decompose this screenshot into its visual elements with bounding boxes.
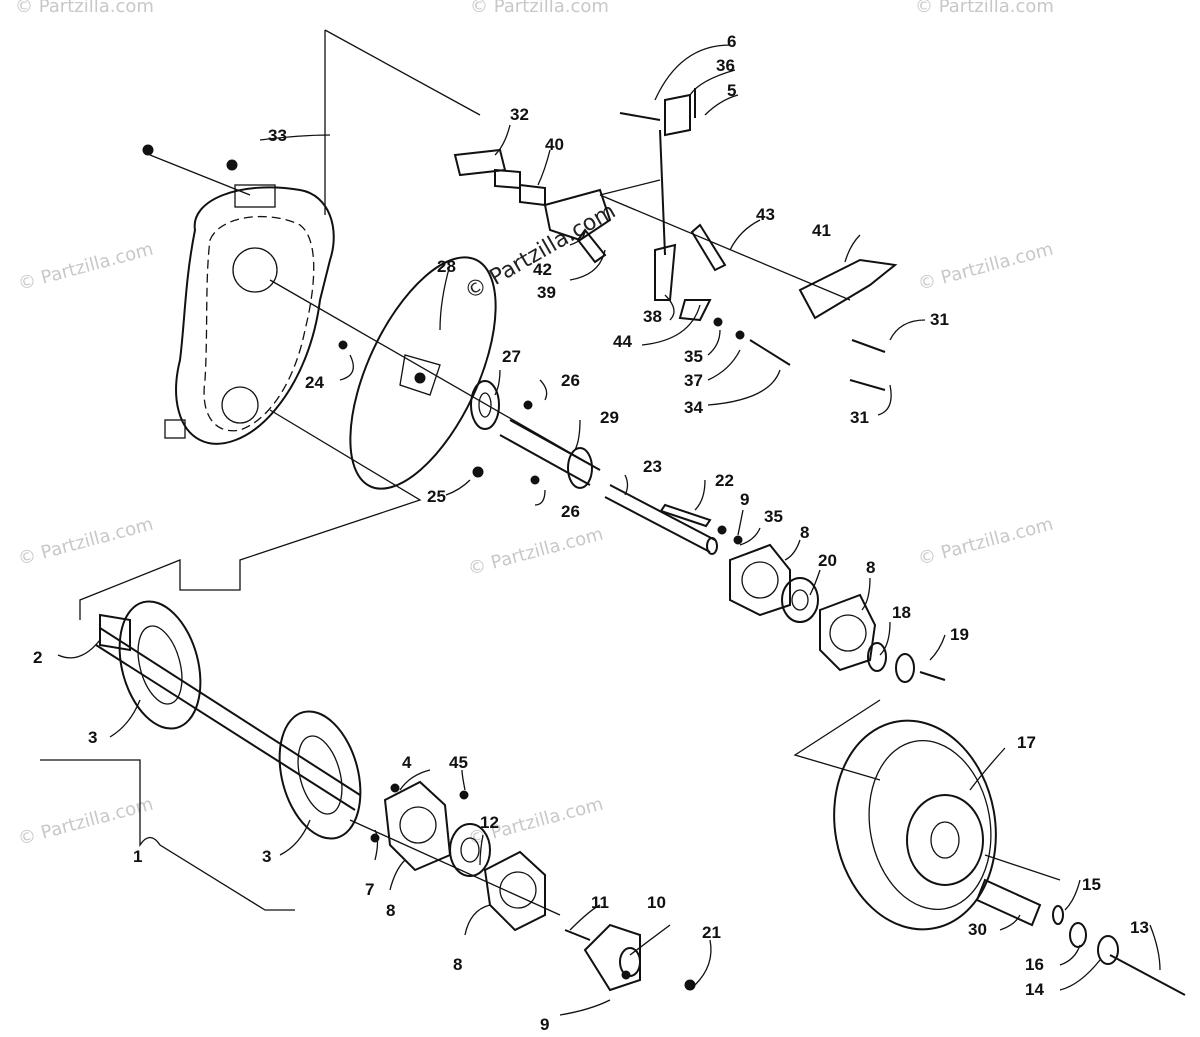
label-34: 34: [684, 398, 703, 417]
label-8: 8: [386, 901, 395, 920]
watermark: © Partzilla.com: [470, 0, 609, 17]
flange-bearing-lower: [383, 780, 546, 932]
label-3: 3: [262, 847, 271, 866]
watermark: © Partzilla.com: [915, 0, 1054, 17]
brake-caliper: [453, 88, 898, 322]
label-33: 33: [268, 126, 287, 145]
label-19: 19: [950, 625, 969, 644]
label-23: 23: [643, 457, 662, 476]
label-45: 45: [449, 753, 468, 772]
label-9: 9: [540, 1015, 549, 1034]
label-16: 16: [1025, 955, 1044, 974]
label-8: 8: [866, 558, 875, 577]
label-29: 29: [600, 408, 619, 427]
label-37: 37: [684, 371, 703, 390]
drive-axle: [95, 600, 362, 840]
watermark: © Partzilla.com: [16, 794, 156, 850]
label-7: 7: [365, 880, 374, 899]
label-4: 4: [402, 753, 412, 772]
label-8: 8: [453, 955, 462, 974]
shaft-23: [604, 484, 718, 555]
label-1: 1: [133, 847, 142, 866]
label-20: 20: [818, 551, 837, 570]
label-26: 26: [561, 371, 580, 390]
label-36: 36: [716, 56, 735, 75]
label-15: 15: [1082, 875, 1101, 894]
label-26: 26: [561, 502, 580, 521]
label-21: 21: [702, 923, 721, 942]
label-18: 18: [892, 603, 911, 622]
label-39: 39: [537, 283, 556, 302]
spacer-30: [975, 878, 1186, 996]
watermark: © Partzilla.com: [16, 514, 156, 570]
shaft-29: [499, 419, 601, 489]
leader-lines: [40, 44, 1161, 1016]
label-6: 6: [727, 32, 736, 51]
chaincase-housing: [164, 184, 335, 445]
hardware: [142, 144, 886, 991]
speedometer-drive: [583, 923, 641, 992]
label-42: 42: [533, 260, 552, 279]
label-2: 2: [33, 648, 42, 667]
watermark: © Partzilla.com: [16, 239, 156, 295]
watermark: © Partzilla.com: [15, 0, 154, 17]
key-22: [659, 503, 712, 528]
label-25: 25: [427, 487, 446, 506]
flange-bearing-upper: [729, 543, 946, 683]
label-35: 35: [764, 507, 783, 526]
label-41: 41: [812, 221, 831, 240]
label-13: 13: [1130, 918, 1149, 937]
label-11: 11: [591, 893, 609, 912]
bearing-27: [470, 380, 500, 430]
label-24: 24: [305, 373, 324, 392]
label-44: 44: [613, 332, 632, 351]
label-35: 35: [684, 347, 703, 366]
label-31: 31: [930, 310, 949, 329]
label-32: 32: [510, 105, 529, 124]
driven-pulley: [833, 719, 997, 931]
label-28: 28: [437, 257, 456, 276]
label-10: 10: [647, 893, 666, 912]
label-5: 5: [727, 81, 736, 100]
watermark: © Partzilla.com: [916, 514, 1056, 570]
label-8: 8: [800, 523, 809, 542]
label-3: 3: [88, 728, 97, 747]
label-14: 14: [1025, 980, 1044, 999]
watermark: © Partzilla.com: [916, 239, 1056, 295]
label-38: 38: [643, 307, 662, 326]
label-40: 40: [545, 135, 564, 154]
watermark: © Partzilla.com: [466, 524, 606, 580]
label-22: 22: [715, 471, 734, 490]
watermark-layer: © Partzilla.com © Partzilla.com © Partzi…: [15, 0, 1055, 850]
label-30: 30: [968, 920, 987, 939]
label-31: 31: [850, 408, 869, 427]
label-43: 43: [756, 205, 775, 224]
label-9: 9: [740, 490, 749, 509]
label-17: 17: [1017, 733, 1036, 752]
label-27: 27: [502, 347, 521, 366]
label-12: 12: [480, 813, 499, 832]
part-labels: 1 2 3 3 4 45 12 7 8 8 11 10 21 9 5 36 6 …: [33, 32, 1149, 1034]
